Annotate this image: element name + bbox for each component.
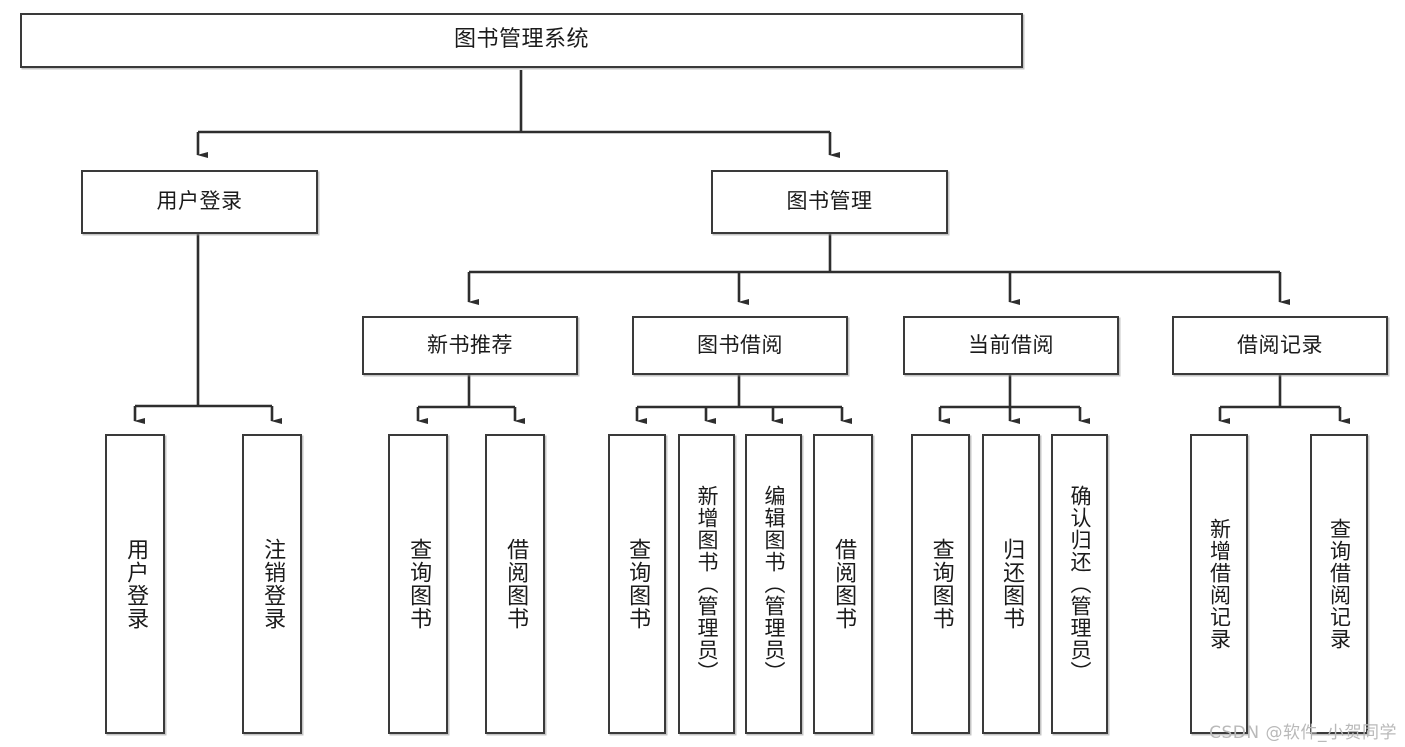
node-root-system[interactable]: 图书管理系统 xyxy=(20,13,1023,68)
node-label: 查询借阅记录 xyxy=(1327,518,1352,650)
leaf-current-borrow-return[interactable]: 归还图书 xyxy=(982,434,1040,734)
node-label: 归还图书 xyxy=(999,538,1025,630)
node-label: 查询图书 xyxy=(928,538,954,630)
node-label: 当前借阅 xyxy=(968,332,1054,357)
node-label: 图书管理系统 xyxy=(453,27,589,53)
node-label: 用户登录 xyxy=(123,538,149,630)
node-label: 查询图书 xyxy=(625,538,651,630)
node-label: 图书借阅 xyxy=(697,332,783,357)
leaf-current-borrow-confirm-return[interactable]: 确认归还（管理员） xyxy=(1051,434,1108,734)
node-label: 新增图书（管理员） xyxy=(694,485,719,683)
leaf-borrow-record-add[interactable]: 新增借阅记录 xyxy=(1190,434,1248,734)
node-label: 图书管理 xyxy=(786,189,873,214)
node-label: 借阅图书 xyxy=(503,538,529,630)
leaf-borrow-record-query[interactable]: 查询借阅记录 xyxy=(1310,434,1368,734)
leaf-book-borrow-edit[interactable]: 编辑图书（管理员） xyxy=(745,434,802,734)
node-user-login[interactable]: 用户登录 xyxy=(81,170,318,234)
node-book-management[interactable]: 图书管理 xyxy=(711,170,948,234)
node-book-borrow[interactable]: 图书借阅 xyxy=(632,316,848,375)
node-new-book-recommend[interactable]: 新书推荐 xyxy=(362,316,578,375)
node-label: 新书推荐 xyxy=(427,332,513,357)
watermark: CSDN @软件_小贺同学 xyxy=(1209,723,1397,743)
leaf-user-login-logout[interactable]: 注销登录 xyxy=(242,434,302,734)
leaf-book-borrow-query[interactable]: 查询图书 xyxy=(608,434,666,734)
node-label: 用户登录 xyxy=(156,189,243,214)
leaf-current-borrow-query[interactable]: 查询图书 xyxy=(911,434,970,734)
leaf-new-book-borrow[interactable]: 借阅图书 xyxy=(485,434,545,734)
node-label: 新增借阅记录 xyxy=(1207,518,1232,650)
leaf-book-borrow-borrow[interactable]: 借阅图书 xyxy=(813,434,873,734)
node-label: 确认归还（管理员） xyxy=(1067,485,1092,683)
node-borrow-record[interactable]: 借阅记录 xyxy=(1172,316,1388,375)
node-label: 编辑图书（管理员） xyxy=(761,485,786,683)
node-label: 借阅记录 xyxy=(1237,332,1323,357)
leaf-book-borrow-add[interactable]: 新增图书（管理员） xyxy=(678,434,735,734)
node-current-borrow[interactable]: 当前借阅 xyxy=(903,316,1119,375)
node-label: 注销登录 xyxy=(260,538,286,630)
node-label: 查询图书 xyxy=(406,538,432,630)
leaf-new-book-query[interactable]: 查询图书 xyxy=(388,434,448,734)
node-label: 借阅图书 xyxy=(831,538,857,630)
leaf-user-login-login[interactable]: 用户登录 xyxy=(105,434,165,734)
